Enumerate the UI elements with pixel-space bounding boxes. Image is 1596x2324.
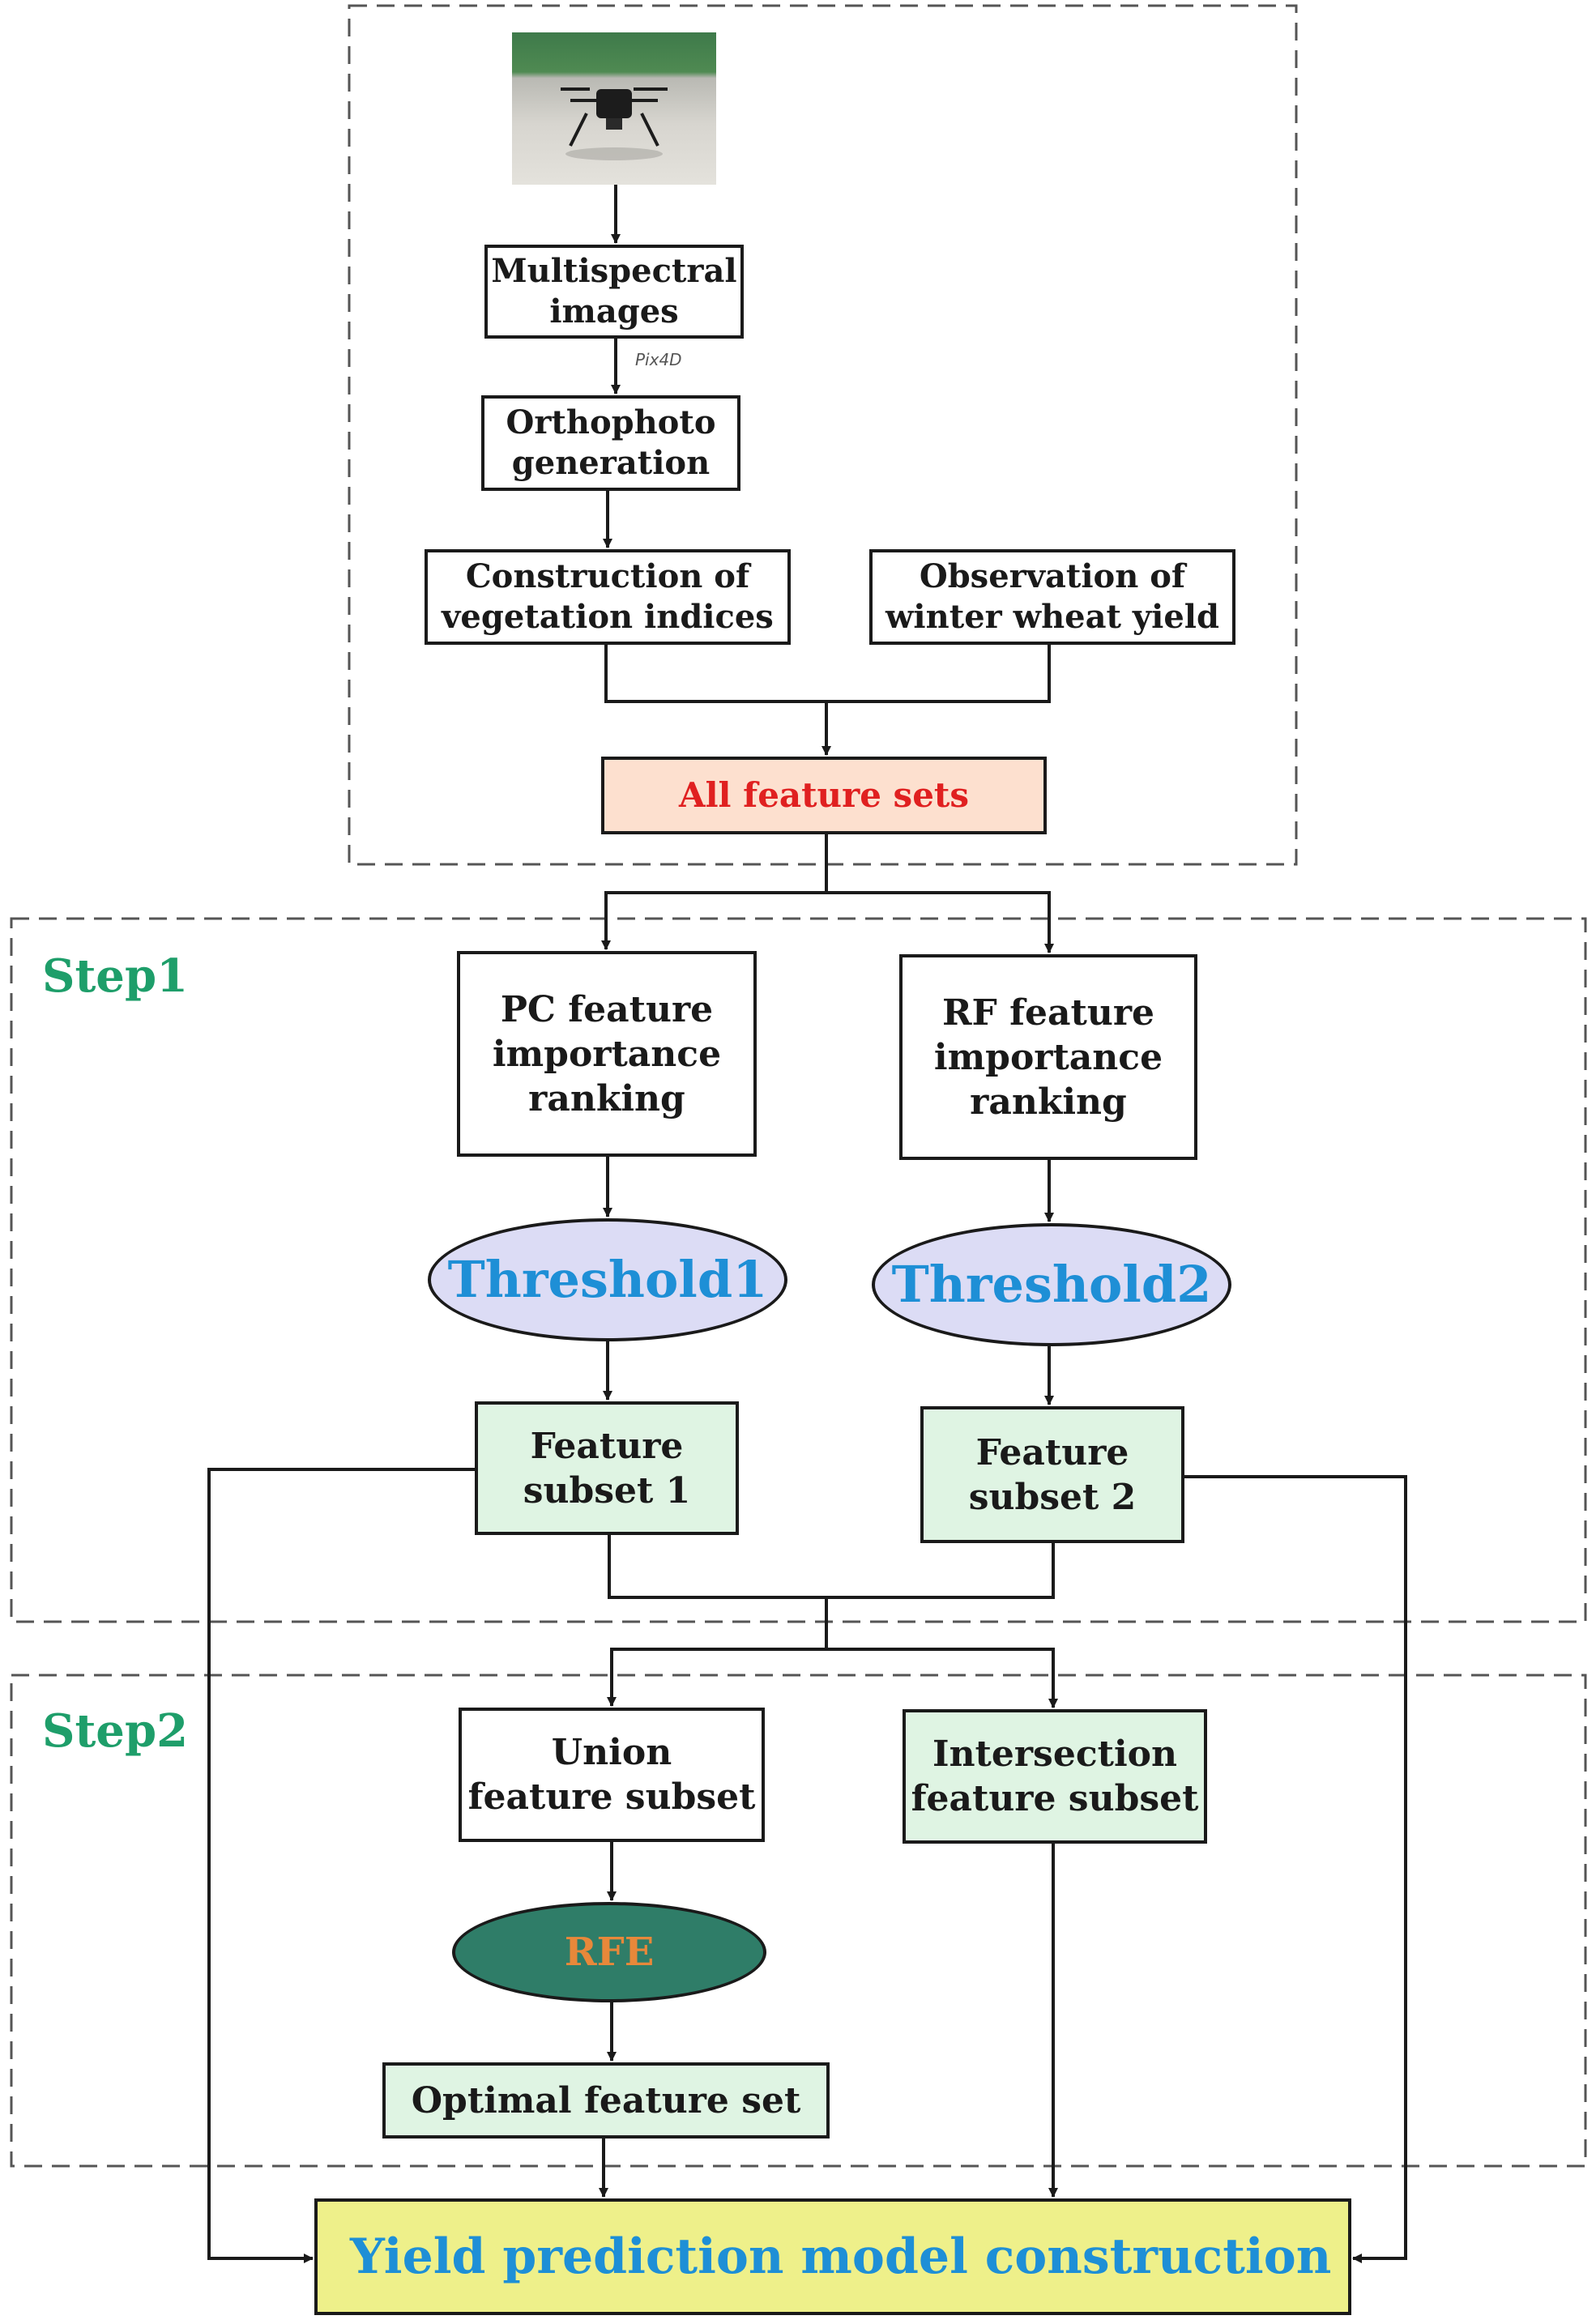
all-feature-sets-box: All feature sets — [601, 757, 1047, 834]
feature-subset2-box: Feature subset 2 — [920, 1406, 1184, 1543]
winter-wheat-yield-box: Observation of winter wheat yield — [869, 549, 1235, 645]
union-feature-subset-box: Union feature subset — [459, 1708, 765, 1842]
pc-feature-ranking-box: PC feature importance ranking — [457, 951, 757, 1157]
feature-subset1-box: Feature subset 1 — [475, 1401, 739, 1535]
vegetation-indices-box: Construction of vegetation indices — [425, 549, 791, 645]
connector-split-pc — [601, 891, 826, 950]
rf-feature-ranking-box: RF feature importance ranking — [899, 954, 1197, 1160]
step2-frame — [10, 1674, 1587, 2168]
rfe-ellipse: RFE — [452, 1902, 766, 2002]
drone-photo — [512, 32, 716, 185]
step2-label: Step2 — [42, 1704, 189, 1758]
orthophoto-generation-box: Orthophoto generation — [481, 395, 740, 491]
step1-frame — [10, 917, 1587, 1623]
step1-label: Step1 — [42, 949, 189, 1003]
optimal-feature-set-box: Optimal feature set — [382, 2062, 830, 2139]
threshold1-ellipse: Threshold1 — [428, 1218, 787, 1341]
drone-icon — [561, 87, 668, 160]
connector-subsets-merge — [608, 1535, 1055, 1599]
threshold2-ellipse: Threshold2 — [872, 1223, 1231, 1346]
connector-vegetation-merge — [604, 645, 1051, 703]
connector-step2-intersection — [826, 1648, 1058, 1708]
multispectral-images-box: Multispectral images — [484, 245, 744, 339]
pix4d-logo: Pix4D — [635, 350, 682, 369]
connector-step2-union — [607, 1648, 826, 1707]
yield-prediction-model-box: Yield prediction model construction — [314, 2198, 1351, 2315]
connector-split-rf — [826, 891, 1054, 953]
connector-subset2-yield — [1183, 1475, 1407, 2263]
intersection-feature-subset-box: Intersection feature subset — [903, 1709, 1207, 1844]
connector-subset1-yield — [207, 1468, 475, 2263]
data-acquisition-frame — [348, 4, 1298, 866]
